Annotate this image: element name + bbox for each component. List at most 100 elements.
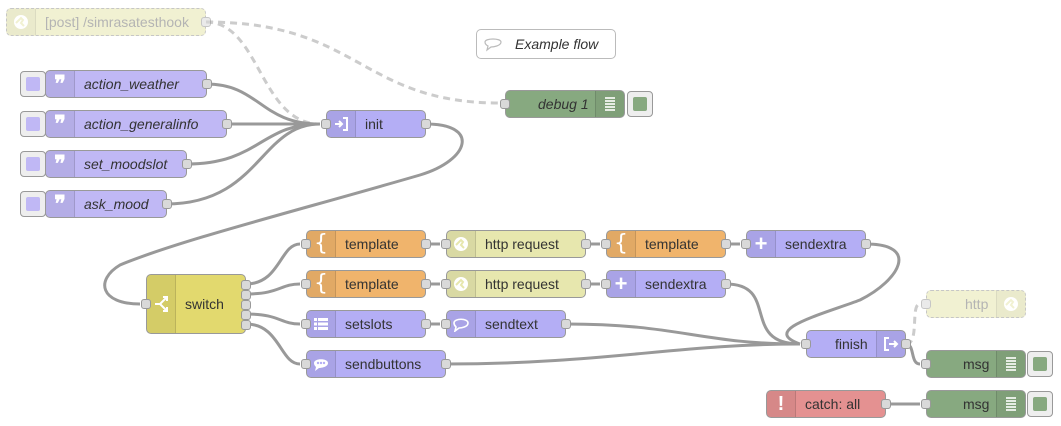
input-port[interactable] <box>921 359 931 369</box>
input-port[interactable] <box>301 239 311 249</box>
quote-icon: ❞ <box>46 111 75 137</box>
output-port[interactable] <box>162 199 172 209</box>
node-label: template <box>345 236 399 252</box>
output-port[interactable] <box>421 319 431 329</box>
init-node[interactable]: init <box>321 110 431 138</box>
output-port[interactable] <box>202 79 212 89</box>
input-port[interactable] <box>141 299 151 309</box>
catch-node[interactable]: ! catch: all <box>766 390 891 418</box>
input-port[interactable] <box>741 239 751 249</box>
finish-node[interactable]: finish <box>801 330 911 358</box>
output-port[interactable] <box>581 279 591 289</box>
quote-icon: ❞ <box>46 151 75 177</box>
sendtext-node[interactable]: sendtext <box>441 310 571 338</box>
input-port[interactable] <box>301 359 311 369</box>
comment-label: Example flow <box>515 36 599 52</box>
output-port[interactable] <box>881 399 891 409</box>
wire <box>785 242 901 346</box>
debug-node[interactable]: msg <box>921 390 1026 418</box>
output-port[interactable] <box>241 320 251 330</box>
sign-in-icon <box>327 111 356 137</box>
list-icon <box>996 391 1025 417</box>
inject-button[interactable] <box>20 151 46 177</box>
debug-toggle-button[interactable] <box>627 91 653 117</box>
input-port[interactable] <box>301 279 311 289</box>
wire <box>205 20 501 105</box>
template-node[interactable]: { template <box>301 270 431 298</box>
output-port[interactable] <box>182 159 192 169</box>
input-port[interactable] <box>321 119 331 129</box>
output-port[interactable] <box>721 239 731 249</box>
template-node[interactable]: { template <box>601 230 731 258</box>
input-port[interactable] <box>441 239 451 249</box>
node-label: msg <box>963 356 990 372</box>
output-port[interactable] <box>241 310 251 320</box>
link-in-node[interactable]: ❞ action_weather <box>45 70 212 98</box>
input-port[interactable] <box>801 339 811 349</box>
node-label: init <box>365 116 383 132</box>
wire <box>245 282 301 296</box>
node-label: http request <box>485 276 559 292</box>
output-port[interactable] <box>901 339 911 349</box>
comment-node[interactable]: Example flow <box>476 29 616 59</box>
sendextra-node[interactable]: + sendextra <box>601 270 731 298</box>
comment-icon <box>483 36 503 55</box>
node-label: catch: all <box>805 396 861 412</box>
wire <box>245 312 301 326</box>
node-label: msg <box>963 396 990 412</box>
node-label: template <box>345 276 399 292</box>
output-port[interactable] <box>241 280 251 290</box>
template-node[interactable]: { template <box>301 230 431 258</box>
output-port[interactable] <box>241 300 251 310</box>
node-label: debug 1 <box>538 96 589 112</box>
inject-button[interactable] <box>20 71 46 97</box>
quote-icon: ❞ <box>46 71 75 97</box>
setslots-node[interactable]: setslots <box>301 310 431 338</box>
wire <box>445 342 801 366</box>
http-request-node[interactable]: http request <box>441 270 591 298</box>
link-in-node[interactable]: ❞ set_moodslot <box>45 150 192 178</box>
debug-toggle-button[interactable] <box>1027 351 1053 377</box>
http-request-node[interactable]: http request <box>441 230 591 258</box>
debug-node[interactable]: msg <box>921 350 1026 378</box>
output-port[interactable] <box>421 239 431 249</box>
wire <box>165 122 321 206</box>
http-response-node[interactable]: http <box>921 290 1026 318</box>
link-in-node[interactable]: ❞ ask_mood <box>45 190 172 218</box>
output-port[interactable] <box>581 239 591 249</box>
node-label: template <box>645 236 699 252</box>
debug-node[interactable]: debug 1 <box>500 90 625 118</box>
http-in-node[interactable]: [post] /simrasatesthook <box>6 8 211 36</box>
debug-toggle-button[interactable] <box>1027 391 1053 417</box>
node-label: http <box>965 296 989 312</box>
output-port[interactable] <box>721 279 731 289</box>
sendbuttons-node[interactable]: sendbuttons <box>301 350 451 378</box>
list-icon <box>996 351 1025 377</box>
switch-node[interactable]: switch <box>141 274 251 334</box>
globe-icon <box>996 291 1025 317</box>
input-port[interactable] <box>441 319 451 329</box>
input-port[interactable] <box>601 279 611 289</box>
inject-button[interactable] <box>20 191 46 217</box>
input-port[interactable] <box>921 399 931 409</box>
list-icon <box>595 91 624 117</box>
output-port[interactable] <box>201 17 211 27</box>
input-port[interactable] <box>500 99 510 109</box>
input-port[interactable] <box>301 319 311 329</box>
output-port[interactable] <box>222 119 232 129</box>
output-port[interactable] <box>421 279 431 289</box>
output-port[interactable] <box>441 359 451 369</box>
sendextra-node[interactable]: + sendextra <box>741 230 871 258</box>
output-port[interactable] <box>561 319 571 329</box>
node-label: setslots <box>345 316 393 332</box>
wire <box>905 302 921 346</box>
link-in-node[interactable]: ❞ action_generalinfo <box>45 110 232 138</box>
output-port[interactable] <box>421 119 431 129</box>
output-port[interactable] <box>861 239 871 249</box>
output-port[interactable] <box>241 290 251 300</box>
inject-button[interactable] <box>20 111 46 137</box>
input-port[interactable] <box>441 279 451 289</box>
input-port[interactable] <box>921 299 931 309</box>
input-port[interactable] <box>601 239 611 249</box>
wire <box>245 242 301 286</box>
